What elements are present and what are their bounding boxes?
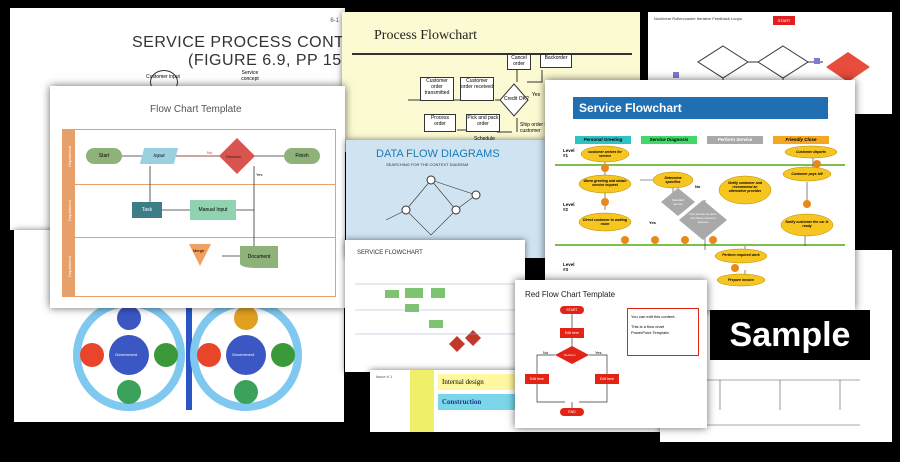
node-notify-car-ready: Notify customer the car is ready xyxy=(785,220,829,228)
edit-node: Edit here xyxy=(560,328,584,338)
slide-title: Service Flowchart xyxy=(573,97,828,119)
merge-node-label: Merge xyxy=(193,248,205,253)
flow-connectors xyxy=(122,138,284,266)
lane-divider-1 xyxy=(74,184,336,185)
header-service-diagnosis: Service Diagnosis xyxy=(641,136,697,144)
slide-subtitle: SEARCHING FOR THE CONTEXT DIAGRAM xyxy=(386,162,469,167)
note-line-3: PowerPoint Template. xyxy=(631,330,670,335)
cancel-order: Cancel order xyxy=(507,54,531,70)
customer-order-received: Customer order received xyxy=(460,77,494,101)
page-number: 6-1 xyxy=(330,18,339,24)
note-box xyxy=(627,308,699,356)
red-flow-connectors xyxy=(536,314,608,408)
right-center-label: Government xyxy=(232,352,255,357)
manual-input-node: Manual Input xyxy=(190,200,236,220)
service-flowchart-small-slide: SERVICE FLOWCHART xyxy=(345,240,525,372)
node-standard-service: Standard service xyxy=(671,198,685,206)
header-perform-service: Perform Service xyxy=(707,136,763,144)
input-node: Input xyxy=(139,148,179,164)
slide-title: Flow Chart Template xyxy=(150,104,242,115)
process-order: Process order xyxy=(424,114,456,132)
left-node: Edit here xyxy=(525,374,549,384)
yes-label: Yes xyxy=(256,172,263,177)
start-node: START xyxy=(560,306,584,314)
decision-node-label: Decision xyxy=(226,154,242,159)
title-rule xyxy=(352,53,632,55)
slide-title: SERVICE FLOWCHART xyxy=(357,250,423,256)
internal-design-row: Internal design xyxy=(438,374,522,390)
node-can-service: Can service be done and does customer ap… xyxy=(689,212,717,224)
node-direct-customer: Direct customer to waiting room xyxy=(583,218,627,226)
level-2: Level #2 xyxy=(563,202,575,212)
node-warm-greeting: Warm greeting and obtain service request xyxy=(583,179,627,187)
issue-footer: Issue # 1 xyxy=(376,374,393,379)
level-1: Level #1 xyxy=(563,148,575,158)
header-personal-greeting: Personal Greeting xyxy=(575,136,631,144)
node-customer-departs: Customer departs xyxy=(796,150,826,154)
data-flow-diagrams-slide: DATA FLOW DIAGRAMS SEARCHING FOR THE CON… xyxy=(346,140,546,258)
flow-chart-template-slide: Flow Chart Template Department Departmen… xyxy=(50,86,345,308)
header-friendly-close: Friendly Close xyxy=(773,136,829,144)
task-node: Task xyxy=(132,202,162,218)
lane-headers xyxy=(62,129,74,297)
sample-lines xyxy=(700,379,860,426)
decision-header: Nonlinear Rollercoaster Iterative Feedba… xyxy=(654,16,742,21)
small-flow-shapes xyxy=(355,283,515,352)
yellow-column xyxy=(410,370,434,432)
backorder: Backorder xyxy=(540,54,572,68)
note-line-1: You can edit this content. xyxy=(631,314,676,319)
construction-row: Construction xyxy=(438,394,522,410)
slide-title-line2: (FIGURE 6.9, PP 150) xyxy=(188,52,345,69)
service-concept-label: Service concept xyxy=(241,70,259,82)
right-node: Edit here xyxy=(595,374,619,384)
red-flow-chart-slide: Red Flow Chart Template START Edit here … xyxy=(515,280,707,428)
lane-grid xyxy=(74,129,336,297)
no-label: No xyxy=(543,350,549,355)
no-label: No xyxy=(207,150,213,155)
slide-title: DATA FLOW DIAGRAMS xyxy=(376,148,500,160)
slide-title: Red Flow Chart Template xyxy=(525,290,616,299)
node-prepare-invoice: Prepare invoice xyxy=(727,278,755,282)
customer-input-label: Customer input xyxy=(146,74,180,80)
service-flowchart-slide: Service Flowchart Personal Greeting Serv… xyxy=(545,80,855,310)
pick-and-pack: Pick and pack order xyxy=(466,114,500,132)
schedule: Schedule xyxy=(474,136,495,142)
end-node: END xyxy=(560,408,584,416)
node-perform-work: Perform required work xyxy=(722,253,760,257)
credit-ok: Credit OK? xyxy=(504,96,529,102)
node-determine-specifics: Determine specifics xyxy=(664,176,682,184)
level-3: Level #3 xyxy=(563,262,575,272)
yes-label: Yes xyxy=(532,92,541,98)
lane-divider-2 xyxy=(74,237,336,238)
divider-bar xyxy=(186,300,192,410)
yes-label: Yes xyxy=(649,220,656,225)
document-node: Document xyxy=(240,246,278,268)
dfd-network xyxy=(385,175,481,236)
left-center-label: Government xyxy=(115,352,138,357)
start-box: START xyxy=(773,16,795,25)
decision-label: Decision xyxy=(564,353,576,357)
node-customer-pays-bill: Customer pays bill xyxy=(791,172,823,176)
slide-title-line1: SERVICE PROCESS CONTROL xyxy=(132,34,345,51)
note-line-2: This is a flow chart xyxy=(631,324,665,329)
decision-shapes xyxy=(673,45,870,92)
node-notify-customer: Notify customer and recommend an alterna… xyxy=(728,181,762,193)
yes-label: Yes xyxy=(595,350,602,355)
customer-order-transmitted: Customer order transmitted xyxy=(420,77,454,101)
slide-title: Process Flowchart xyxy=(374,28,478,43)
no-label: No xyxy=(695,184,701,189)
node-customer-arrives: customer arrives for service xyxy=(588,150,622,158)
service-flow-shapes xyxy=(555,145,845,287)
start-node: Start xyxy=(86,148,122,164)
sample-label: Sample xyxy=(710,310,870,360)
finish-node: Finish xyxy=(284,148,320,164)
ship-order: Ship order to customer xyxy=(520,122,549,134)
